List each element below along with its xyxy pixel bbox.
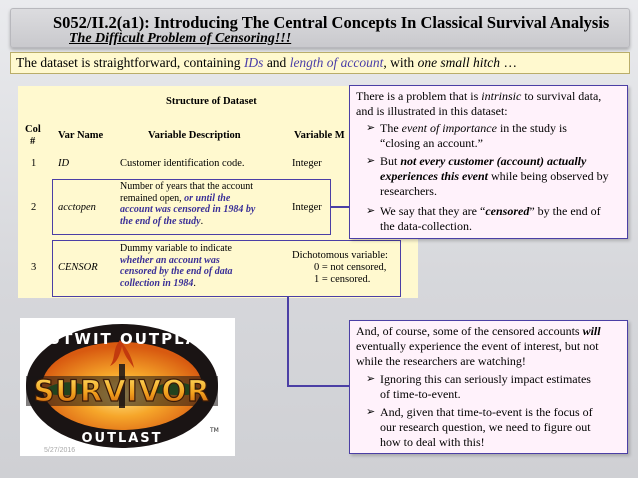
row3-name: CENSOR: [58, 262, 98, 273]
callout2-line2: eventually experience the event of inter…: [356, 339, 599, 353]
callout1-b2-line2: experiences this event while being obser…: [380, 169, 609, 184]
intro-and: and: [263, 55, 290, 70]
header-col-hash: #: [30, 136, 36, 147]
callout1-line1: There is a problem that is intrinsic to …: [356, 89, 601, 104]
callout1-b2-l2b: while being observed by: [487, 169, 609, 183]
logo-trademark: TM: [209, 427, 219, 434]
callout1-b2-l2a: experiences this event: [380, 169, 488, 183]
title-banner: S052/II.2(a1): Introducing The Central C…: [10, 8, 630, 48]
callout2-b1-line2: of time-to-event.: [380, 387, 461, 401]
slide-subtitle: The Difficult Problem of Censoring!!!: [69, 31, 292, 46]
callout2-l1b: will: [582, 324, 601, 338]
row2-desc-line1: Number of years that the account: [120, 181, 254, 192]
callout1-b2-line3: researchers.: [380, 184, 437, 198]
connector-row3-horizontal: [287, 385, 349, 387]
arrow-bullet-icon: ➢: [366, 406, 376, 418]
torch-flame-icon: [110, 340, 134, 368]
row3-desc: Dummy variable to indicate whether an ac…: [120, 243, 233, 289]
row2-meta: Integer: [292, 202, 322, 213]
header-col-number: Col: [25, 124, 41, 135]
header-var-meta: Variable M: [294, 130, 345, 141]
callout1-b3-line1: We say that they are “censored” by the e…: [380, 204, 601, 219]
row2-num: 2: [31, 202, 37, 213]
intro-ids: IDs: [243, 55, 264, 70]
arrow-bullet-icon: ➢: [366, 155, 376, 167]
row3-desc-line1: Dummy variable to indicate: [120, 243, 232, 254]
intro-length: length of account: [289, 55, 384, 70]
arrow-bullet-icon: ➢: [366, 373, 376, 385]
callout1-b3-l1b: censored: [485, 204, 530, 218]
logo-word-band: [26, 376, 218, 406]
callout2-l1a: And, of course, some of the censored acc…: [356, 324, 583, 338]
intro-bar: The dataset is straightforward, containi…: [10, 52, 630, 74]
header-var-desc: Variable Description: [148, 130, 241, 141]
row3-meta-line2: 0 = not censored,: [314, 262, 387, 273]
row2-highlight-frame: [52, 179, 331, 235]
arrow-bullet-icon: ➢: [366, 122, 376, 134]
logo-bottom-text: OUTLAST: [81, 431, 162, 446]
callout1-l1a: There is a problem that is: [356, 89, 482, 103]
callout1-b1-l1a: The: [380, 121, 402, 135]
callout1-l1c: to survival data,: [521, 89, 602, 103]
row2-desc-line2b: or until the: [184, 192, 231, 204]
row3-desc-line2: whether an account was: [120, 254, 220, 266]
row3-desc-line3: censored by the end of data: [120, 266, 233, 277]
intro-part2: , with: [383, 55, 418, 70]
row3-meta-line3: 1 = censored.: [314, 274, 371, 285]
row3-meta: Dichotomous variable: 0 = not censored, …: [292, 250, 388, 286]
header-var-name: Var Name: [58, 130, 104, 141]
connector-row2-horizontal: [331, 206, 349, 208]
callout2-b2-line3: how to deal with this!: [380, 435, 485, 449]
callout1-b1-l1b: event of importance: [401, 121, 497, 135]
row3-desc-line4-end: .: [193, 277, 196, 289]
arrow-bullet-icon: ➢: [366, 205, 376, 217]
row2-desc-line3: account was censored in 1984 by: [120, 204, 256, 215]
row2-desc: Number of years that the account remaine…: [120, 181, 255, 227]
row1-meta: Integer: [292, 158, 322, 169]
callout1-b1-line2: “closing an account.”: [380, 136, 483, 150]
row3-num: 3: [31, 262, 37, 273]
callout1-b3-l1c: ” by the end of: [529, 204, 601, 218]
row2-desc-line2a: remained open,: [120, 192, 185, 204]
callout1-b1-l1c: in the study is: [496, 121, 567, 135]
row1-desc: Customer identification code.: [120, 158, 245, 169]
row1-num: 1: [31, 158, 37, 169]
intro-text: The dataset is straightforward, containi…: [16, 55, 517, 71]
logo-top-text: OUTWIT OUTPLAY: [33, 330, 211, 348]
callout1-l1b: intrinsic: [481, 89, 522, 103]
callout1-line2: and is illustrated in this dataset:: [356, 104, 508, 118]
survivor-logo: OUTWIT OUTPLAY SURVIVOR OUTLAST TM: [26, 324, 219, 448]
callout2-b1-line1: Ignoring this can seriously impact estim…: [380, 372, 591, 386]
table-title: Structure of Dataset: [166, 96, 257, 107]
callout1-b2-line1: But not every customer (account) actuall…: [380, 154, 586, 169]
callout2-b2-line2: our research question, we need to figure…: [380, 420, 591, 434]
row2-name: acctopen: [58, 202, 96, 213]
footer-date: 5/27/2016: [44, 447, 76, 454]
callout1-b3-line2: the data-collection.: [380, 219, 472, 233]
row3-meta-line1: Dichotomous variable:: [292, 250, 388, 261]
callout1-b3-l1a: We say that they are “: [380, 204, 486, 218]
row3-highlight-frame: [52, 240, 401, 297]
row1-name: ID: [58, 158, 70, 169]
logo-main-text: SURVIVOR: [34, 374, 211, 408]
callout2-line1: And, of course, some of the censored acc…: [356, 324, 601, 339]
callout1-b2-l1a: But: [380, 154, 401, 168]
intro-hitch: one small hitch: [417, 55, 501, 70]
intro-part1: The dataset is straightforward, containi…: [16, 55, 244, 70]
callout-censoring-problem: There is a problem that is intrinsic to …: [349, 85, 628, 239]
slide-title: S052/II.2(a1): Introducing The Central C…: [53, 13, 610, 32]
callout2-line3: while the researchers are watching!: [356, 354, 526, 368]
row2-desc-line4: the end of the study: [120, 215, 201, 227]
row3-desc-line4: collection in 1984: [120, 277, 194, 289]
callout-censored-will-experience: And, of course, some of the censored acc…: [349, 320, 628, 454]
callout1-b1-line1: The event of importance in the study is: [380, 121, 567, 136]
callout2-b2-line1: And, given that time-to-event is the foc…: [380, 405, 593, 419]
callout1-b2-l1b: not every customer (account) actually: [400, 154, 587, 168]
intro-ellipsis: …: [500, 55, 517, 70]
row2-desc-line4-end: .: [200, 215, 204, 227]
connector-row3-vertical: [287, 297, 289, 386]
survivor-logo-panel: OUTWIT OUTPLAY SURVIVOR OUTLAST TM: [20, 318, 235, 456]
